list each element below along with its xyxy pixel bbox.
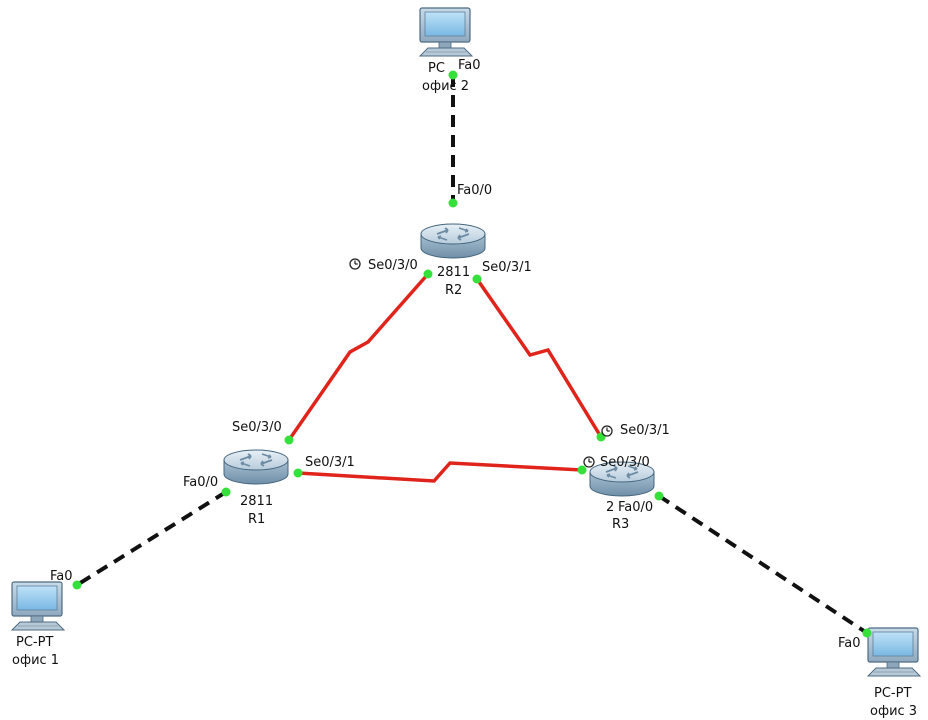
links-layer bbox=[75, 75, 869, 635]
device-label-pc1: офис 1 bbox=[12, 653, 59, 668]
clock-icons-layer bbox=[349, 258, 613, 468]
port-label-r2-se030: Se0/3/0 bbox=[368, 258, 418, 273]
device-name-pc1: PC-PT bbox=[16, 635, 53, 650]
link-r1-r3[interactable] bbox=[297, 461, 583, 483]
port-dot-r1-fa00 bbox=[221, 487, 231, 497]
port-label-r3-se031: Se0/3/1 bbox=[620, 423, 670, 438]
link-r2-r1[interactable] bbox=[287, 272, 430, 441]
port-label-r3-fa00: Fa0/0 bbox=[618, 500, 653, 515]
device-label-pc2: офис 2 bbox=[422, 79, 469, 94]
pc-office3-icon[interactable] bbox=[867, 627, 921, 677]
port-dot-pc3-fa0 bbox=[862, 628, 872, 638]
port-dot-pc1-fa0 bbox=[72, 580, 82, 590]
clock-icon bbox=[583, 456, 595, 468]
port-dot-r1-se030 bbox=[284, 435, 294, 445]
port-dot-pc2-fa0 bbox=[448, 70, 458, 80]
port-dot-r2-fa00 bbox=[448, 198, 458, 208]
device-model-r1: 2811 bbox=[240, 494, 273, 509]
pc-office1-icon[interactable] bbox=[11, 581, 65, 631]
port-dot-r2-se031 bbox=[472, 274, 482, 284]
port-dots-layer bbox=[72, 70, 872, 638]
port-label-pc2-fa0: Fa0 bbox=[458, 58, 481, 73]
device-name-r2: R2 bbox=[445, 283, 462, 298]
device-labels-layer: PC офис 2 2811 R2 2811 R1 2 R3 PC-PT офи… bbox=[12, 61, 917, 719]
port-dot-r3-se030 bbox=[577, 465, 587, 475]
port-label-r2-se031: Se0/3/1 bbox=[482, 260, 532, 275]
port-label-pc1-fa0: Fa0 bbox=[50, 569, 73, 584]
port-label-r1-se031: Se0/3/1 bbox=[305, 455, 355, 470]
port-label-r2-fa00: Fa0/0 bbox=[457, 183, 492, 198]
device-model-r3: 2 bbox=[606, 500, 614, 515]
port-label-r3-se030: Se0/3/0 bbox=[600, 455, 650, 470]
port-dot-r2-se030 bbox=[423, 269, 433, 279]
port-label-r1-se030: Se0/3/0 bbox=[232, 420, 282, 435]
devices-layer bbox=[11, 7, 921, 677]
link-r2-r3[interactable] bbox=[475, 277, 603, 438]
clock-icon bbox=[601, 425, 613, 437]
router-r1-icon[interactable] bbox=[223, 449, 289, 485]
pc-office2-icon[interactable] bbox=[419, 7, 473, 57]
device-name-r1: R1 bbox=[248, 512, 265, 527]
device-name-r3: R3 bbox=[612, 517, 629, 532]
link-r1-pc1[interactable] bbox=[75, 490, 228, 587]
link-r3-pc3[interactable] bbox=[657, 494, 869, 635]
device-name-pc2: PC bbox=[428, 61, 445, 76]
device-name-pc3: PC-PT bbox=[874, 686, 911, 701]
device-model-r2: 2811 bbox=[437, 265, 470, 280]
port-label-pc3-fa0: Fa0 bbox=[838, 636, 861, 651]
port-label-r1-fa00: Fa0/0 bbox=[183, 475, 218, 490]
device-label-pc3: офис 3 bbox=[870, 704, 917, 719]
clock-icon bbox=[349, 258, 361, 270]
router-r2-icon[interactable] bbox=[420, 223, 486, 259]
port-dot-r3-fa00 bbox=[654, 491, 664, 501]
port-labels-layer: Fa0 Fa0/0 Se0/3/0 Se0/3/1 Se0/3/0 Se0/3/… bbox=[50, 58, 861, 651]
port-dot-r1-se031 bbox=[293, 468, 303, 478]
